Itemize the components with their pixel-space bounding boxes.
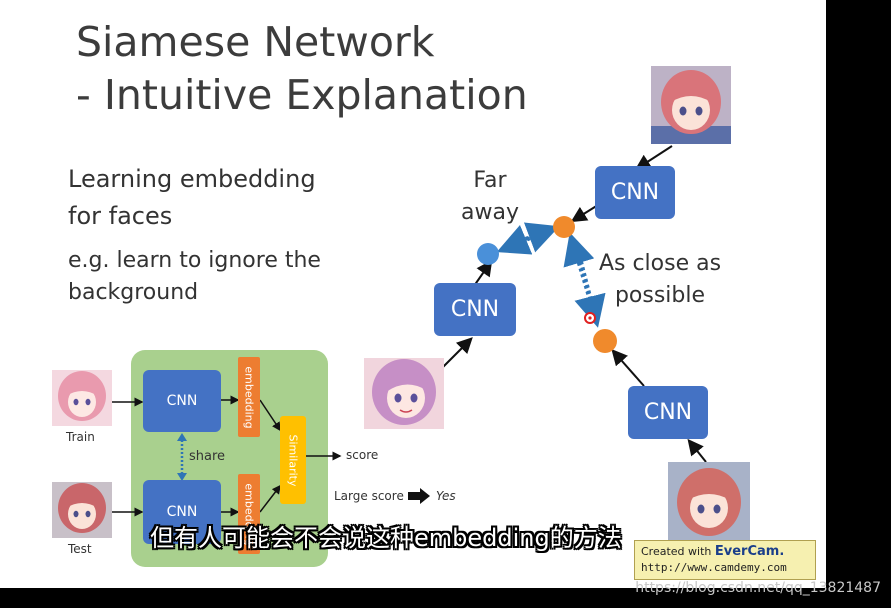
inset-embedding-top: embedding — [238, 357, 260, 437]
far-label-line2: away — [461, 200, 519, 225]
inset-connectors — [112, 395, 430, 517]
face-red-haired-girl-icon — [651, 66, 731, 144]
dotted-arrow-close-up — [563, 232, 595, 301]
face-pink-haired-girl-icon — [52, 370, 112, 426]
inset-similarity: Similarity — [280, 416, 306, 504]
body-text-line2: for faces — [68, 202, 173, 230]
close-label-line1: As close as — [598, 251, 722, 276]
evercam-created-text: Created with — [641, 545, 712, 558]
inset-cnn-bottom: CNN — [143, 480, 221, 544]
arrow-right-black-icon — [408, 488, 430, 504]
far-label-line1: Far — [473, 168, 507, 193]
inset-large-score-label: Large score — [334, 489, 404, 503]
close-label-line2: possible — [614, 283, 706, 308]
inset-train-label: Train — [66, 430, 95, 444]
arrow-left-face-to-cnn — [439, 337, 473, 371]
slide-title-line1: Siamese Network — [76, 18, 435, 66]
arrow-bottom-face-to-cnn — [687, 438, 707, 463]
face-red-haired-girl-icon — [52, 482, 112, 538]
diagram-connectors — [439, 145, 707, 463]
inset-embedding-bottom: embedding — [238, 474, 260, 554]
body-text-line1: Learning embedding — [68, 165, 316, 193]
slide-title-line2: - Intuitive Explanation — [76, 71, 528, 119]
point-orange-top — [553, 216, 575, 238]
video-subtitle: 但有人可能会不会说这种embedding的方法 — [150, 524, 622, 552]
blog-watermark: https://blog.csdn.net/qq_13821487 — [635, 580, 881, 596]
cnn-box-left: CNN — [434, 283, 516, 336]
arrow-cnn-to-orange-bottom — [611, 349, 645, 387]
slide: Siamese Network - Intuitive Explanation … — [0, 0, 826, 588]
cnn-box-bottom: CNN — [628, 386, 708, 439]
example-text-line2: background — [68, 280, 199, 305]
evercam-created-line: Created with EverCam. — [641, 544, 784, 559]
arrow-cnn-to-blue-point — [473, 259, 493, 287]
inset-share-label: share — [189, 449, 226, 464]
evercam-brand: EverCam. — [714, 544, 785, 559]
arrow-cnn-to-orange-point — [570, 204, 599, 223]
face-red-haired-girl-icon — [668, 462, 750, 542]
example-text-line1: e.g. learn to ignore the — [68, 248, 321, 273]
inset-yes-label: Yes — [436, 489, 456, 503]
point-blue — [477, 243, 499, 265]
evercam-badge: Created with EverCam. http://www.camdemy… — [634, 540, 816, 580]
inset-embedding-top-label: embedding — [242, 365, 256, 429]
face-purple-haired-girl-icon — [364, 358, 444, 429]
cnn-box-top: CNN — [595, 166, 675, 219]
inset-cnn-top: CNN — [143, 370, 221, 432]
inset-similarity-label: Similarity — [286, 433, 300, 487]
point-orange-bottom — [593, 329, 617, 353]
arrow-top-face-to-cnn — [634, 145, 673, 171]
inset-score-label: score — [346, 448, 379, 462]
evercam-url: http://www.camdemy.com — [641, 561, 787, 574]
inset-test-label: Test — [68, 542, 92, 556]
